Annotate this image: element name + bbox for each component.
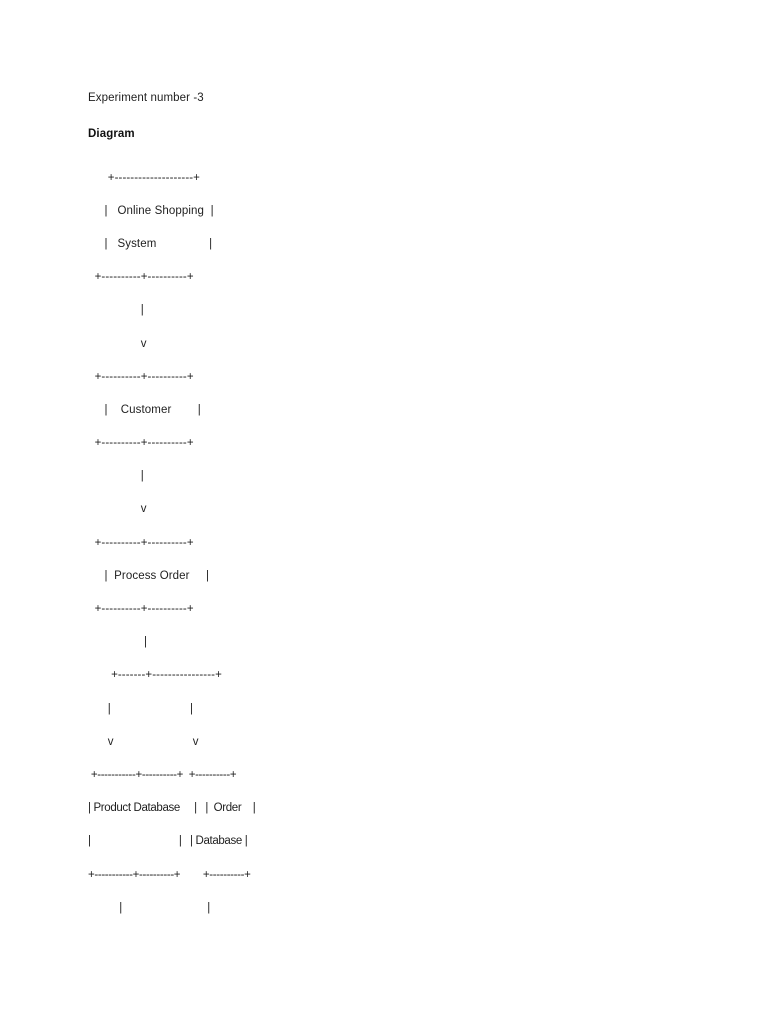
diagram-line: +--------------------+ xyxy=(88,171,200,184)
diagram-line-connector: | xyxy=(88,636,148,649)
diagram-line-branch: +-------+----------------+ xyxy=(88,669,222,682)
page-title: Experiment number -3 xyxy=(88,92,204,104)
ascii-flowchart: +--------------------+ | Online Shopping… xyxy=(88,162,688,925)
diagram-line: +----------+----------+ xyxy=(88,437,194,450)
diagram-line-node-product-database: | Product Database | | Order | xyxy=(88,802,256,815)
diagram-line-connector: | xyxy=(88,470,144,483)
diagram-line-node-process-order: | Process Order | xyxy=(88,569,210,582)
diagram-line-node-system: | System | xyxy=(88,237,213,250)
diagram-line-node-online-shopping: | Online Shopping | xyxy=(88,204,214,217)
diagram-line-arrowhead: v v xyxy=(88,735,199,748)
diagram-line-node-order-database: | | | Database | xyxy=(88,835,248,848)
diagram-line-node-customer: | Customer | xyxy=(88,403,201,416)
diagram-line-connector: | | xyxy=(88,702,194,715)
diagram-line: +-----------+----------+ +----------+ xyxy=(88,768,237,781)
diagram-line-connector: | xyxy=(88,304,144,317)
diagram-line-connector: | | xyxy=(88,901,210,914)
diagram-line: +-----------+----------+ +----------+ xyxy=(88,868,251,881)
diagram-line-arrowhead: v xyxy=(88,337,147,350)
diagram-line: +----------+----------+ xyxy=(88,271,194,284)
diagram-line: +----------+----------+ xyxy=(88,536,194,549)
diagram-line: +----------+----------+ xyxy=(88,603,194,616)
document-content: Experiment number -3 Diagram +----------… xyxy=(88,92,688,925)
diagram-line-arrowhead: v xyxy=(88,503,147,516)
diagram-heading: Diagram xyxy=(88,127,135,140)
diagram-line: +----------+----------+ xyxy=(88,370,194,383)
